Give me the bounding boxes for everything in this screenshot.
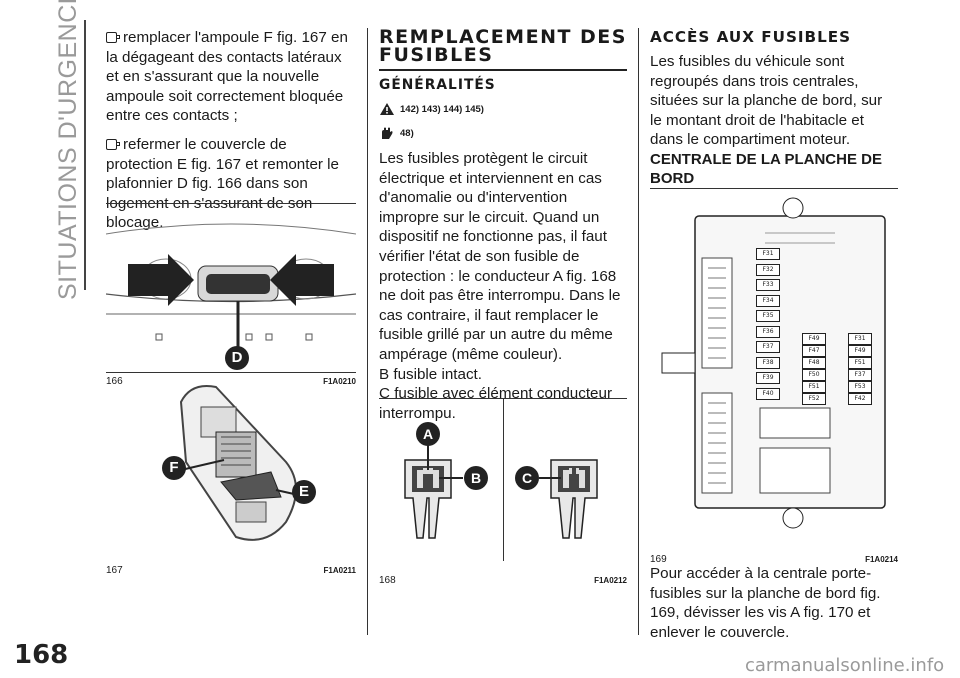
figure-rule (650, 188, 898, 189)
fuse-slot: F51 (802, 381, 826, 393)
fuse-slot: F36 (756, 325, 780, 338)
fuse-illustration (404, 443, 598, 539)
subsection-title: CENTRALE DE LA PLANCHE DE BORD (650, 150, 882, 187)
figure-number: 169 (650, 554, 667, 565)
figure-number: 168 (379, 575, 396, 586)
page-number: 168 (14, 640, 69, 670)
fuse-slot: F49 (848, 345, 872, 357)
blown-fuse (539, 459, 598, 539)
intact-fuse (404, 443, 463, 539)
figure-167: F E 167 F1A0211 (106, 372, 356, 576)
fuse-slot: F31 (756, 248, 780, 260)
legend-c: C fusible avec élément conducteur interr… (379, 385, 613, 422)
warning-triangle-icon (380, 103, 394, 115)
fuse-slot: F39 (756, 372, 780, 384)
figure-166: D 166 F1A0210 (105, 203, 357, 387)
column-divider (367, 28, 368, 635)
fuse-slot: F31 (848, 333, 872, 345)
fuse-slot: F38 (756, 356, 780, 369)
fuse-slot: F35 (756, 310, 780, 322)
fuse-slot: F37 (848, 369, 872, 381)
subsection-title: GÉNÉRALITÉS (379, 77, 496, 93)
fuse-slot: F49 (802, 333, 826, 345)
lamp-cover-illustration (179, 385, 297, 541)
figure-code: F1A0211 (323, 566, 356, 575)
fuse-slot: F52 (802, 393, 826, 405)
fuse-slot: F50 (802, 369, 826, 381)
figure-divider (503, 398, 504, 561)
fuse-slot: F40 (756, 387, 780, 400)
body-text: Pour accéder à la centrale porte-fusible… (650, 565, 881, 641)
body-text: Les fusibles du véhicule sont regroupés … (650, 53, 883, 149)
fuse-slot: F33 (756, 279, 780, 291)
column-3: ACCÈS AUX FUSIBLES Les fusibles du véhic… (650, 28, 898, 188)
fuse-slot: F42 (848, 393, 872, 405)
caution-reference: 48) (379, 123, 627, 143)
figure-code: F1A0210 (323, 377, 356, 386)
section-title: REMPLACEMENT DES FUSIBLES (379, 26, 627, 66)
fuse-slot: F47 (802, 345, 826, 357)
figure-168: A B C 168 F1A0212 (379, 398, 627, 586)
callout-e: E (292, 480, 316, 504)
sidebar-rule (84, 20, 86, 290)
callout-a: A (416, 422, 440, 446)
legend-b: B fusible intact. (379, 365, 482, 383)
figure-code: F1A0214 (865, 555, 898, 564)
title-rule (379, 69, 627, 71)
wrench-bullet-icon (106, 32, 120, 43)
wrench-bullet-icon (106, 138, 120, 150)
after-figure-text: Pour accéder à la centrale porte-fusible… (650, 564, 898, 642)
section-label: SITUATIONS D'URGENCE (54, 0, 82, 300)
section-title: ACCÈS AUX FUSIBLES (650, 28, 852, 46)
fuse-slot: F37 (756, 341, 780, 353)
callout-d: D (225, 346, 249, 370)
fuse-slot: F53 (848, 381, 872, 393)
figure-code: F1A0212 (594, 576, 627, 585)
watermark: carmanualsonline.info (745, 655, 945, 676)
callout-b: B (464, 466, 488, 490)
bullet-item: remplacer l'ampoule F fig. 167 en la dég… (106, 29, 348, 125)
figure-number: 167 (106, 565, 123, 576)
figure-rule (106, 372, 356, 373)
callout-f: F (162, 456, 186, 480)
caution-hand-icon (382, 127, 393, 139)
figure-number: 166 (106, 376, 123, 387)
callout-c: C (515, 466, 539, 490)
column-2: REMPLACEMENT DES FUSIBLES GÉNÉRALITÉS 14… (379, 28, 627, 423)
fuse-slot: F34 (756, 294, 780, 307)
fuse-slot: F32 (756, 263, 780, 276)
warning-reference: 142) 143) 144) 145) (379, 99, 627, 119)
column-divider (638, 28, 639, 635)
ceiling-light-illustration (105, 223, 357, 352)
body-text: Les fusibles protègent le circuit électr… (379, 150, 621, 363)
fuse-slot: F48 (802, 357, 826, 369)
fuse-box-illustration (661, 197, 886, 529)
fuse-slot: F51 (848, 357, 872, 369)
